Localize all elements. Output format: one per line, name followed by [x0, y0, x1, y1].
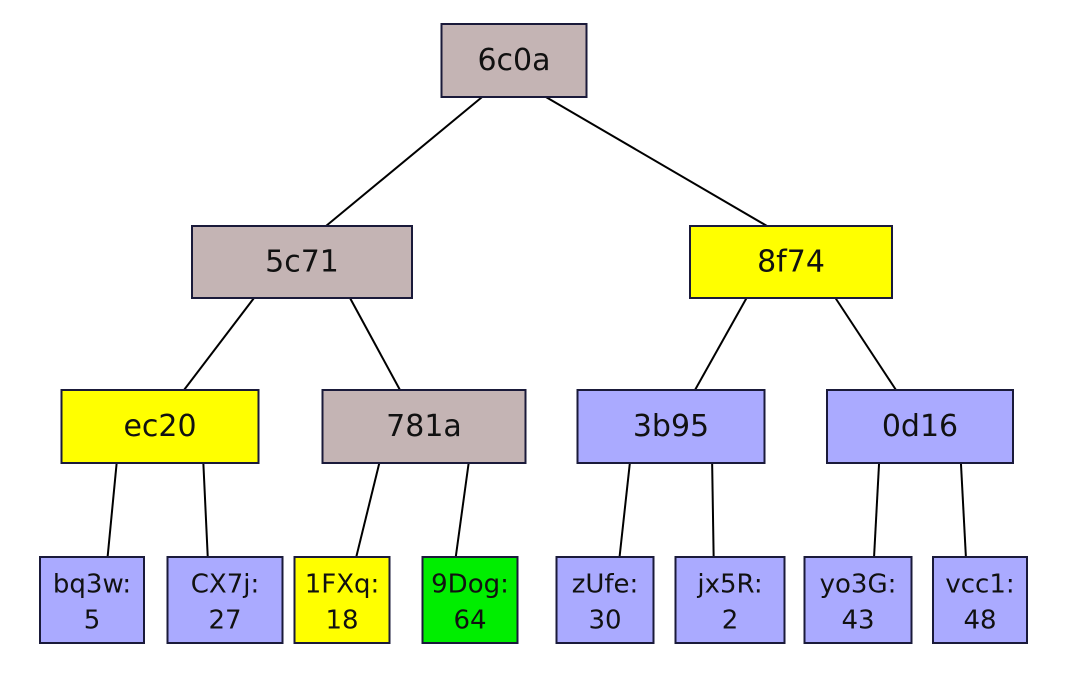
leaf-node-zUfe: zUfe: 30	[555, 556, 655, 644]
leaf-key-label: yo3G:	[820, 570, 897, 600]
leaf-node-vcc1: vcc1: 48	[932, 556, 1028, 644]
tree-edge	[355, 462, 381, 558]
hash-node-781a: 781a	[321, 389, 527, 464]
tree-edge	[694, 297, 748, 391]
leaf-node-1FXq: 1FXq: 18	[293, 556, 391, 644]
hash-label: ec20	[123, 409, 196, 444]
leaf-key-label: vcc1:	[945, 570, 1014, 600]
hash-node-8f74: 8f74	[689, 225, 893, 299]
hash-label: 3b95	[633, 409, 709, 444]
tree-edge	[454, 462, 470, 558]
node-box	[191, 225, 413, 299]
hash-label: 6c0a	[477, 43, 550, 78]
leaf-value-label: 18	[325, 606, 358, 636]
node-box	[576, 389, 766, 464]
node-box	[826, 389, 1014, 464]
node-box	[421, 556, 519, 644]
node-box	[674, 556, 786, 644]
leaf-value-label: 27	[208, 606, 241, 636]
leaf-key-label: bq3w:	[53, 570, 131, 600]
tree-edge	[545, 96, 768, 227]
hash-node-6c0a: 6c0a	[440, 23, 588, 98]
leaf-node-bq3w: bq3w: 5	[39, 556, 145, 644]
tree-edge	[349, 297, 401, 391]
hash-node-0d16: 0d16	[826, 389, 1014, 464]
node-box	[803, 556, 913, 644]
tree-edge	[873, 462, 881, 558]
tree-edge	[106, 462, 118, 558]
tree-edge	[325, 96, 483, 227]
leaf-value-label: 43	[841, 606, 874, 636]
leaf-key-label: CX7j:	[191, 570, 260, 600]
hash-node-3b95: 3b95	[576, 389, 766, 464]
leaf-key-label: jx5R:	[696, 570, 762, 600]
tree-edge	[834, 297, 897, 391]
node-box	[932, 556, 1028, 644]
node-box	[293, 556, 391, 644]
hash-label: 0d16	[882, 409, 958, 444]
hash-label: 8f74	[757, 245, 825, 280]
tree-edge	[183, 297, 255, 391]
leaf-value-label: 30	[588, 606, 621, 636]
node-box	[689, 225, 893, 299]
node-box	[166, 556, 284, 644]
hash-node-ec20: ec20	[60, 389, 260, 464]
tree-edge	[618, 462, 631, 558]
hash-label: 5c71	[265, 245, 339, 280]
node-box	[39, 556, 145, 644]
leaf-value-label: 64	[453, 606, 486, 636]
node-box	[440, 23, 588, 98]
hash-label: 781a	[386, 409, 462, 444]
leaf-node-yo3G: yo3G: 43	[803, 556, 913, 644]
tree-edge	[202, 462, 209, 558]
tree-nodes: 6c0a 5c71 ec20 bq3w: 5 CX7j: 27 781a 1FXq: 18 9Dog…	[39, 23, 1028, 644]
tree-edges	[106, 96, 967, 558]
node-box	[60, 389, 260, 464]
node-box	[321, 389, 527, 464]
leaf-value-label: 48	[963, 606, 996, 636]
leaf-key-label: zUfe:	[572, 570, 639, 600]
tree-edge	[711, 462, 715, 558]
node-box	[555, 556, 655, 644]
leaf-key-label: 9Dog:	[431, 570, 509, 600]
leaf-value-label: 5	[84, 606, 101, 636]
leaf-node-CX7j: CX7j: 27	[166, 556, 284, 644]
leaf-key-label: 1FXq:	[305, 570, 380, 600]
leaf-value-label: 2	[722, 606, 739, 636]
tree-edge	[959, 462, 967, 558]
leaf-node-jx5R: jx5R: 2	[674, 556, 786, 644]
leaf-node-9Dog: 9Dog: 64	[421, 556, 519, 644]
hash-node-5c71: 5c71	[191, 225, 413, 299]
